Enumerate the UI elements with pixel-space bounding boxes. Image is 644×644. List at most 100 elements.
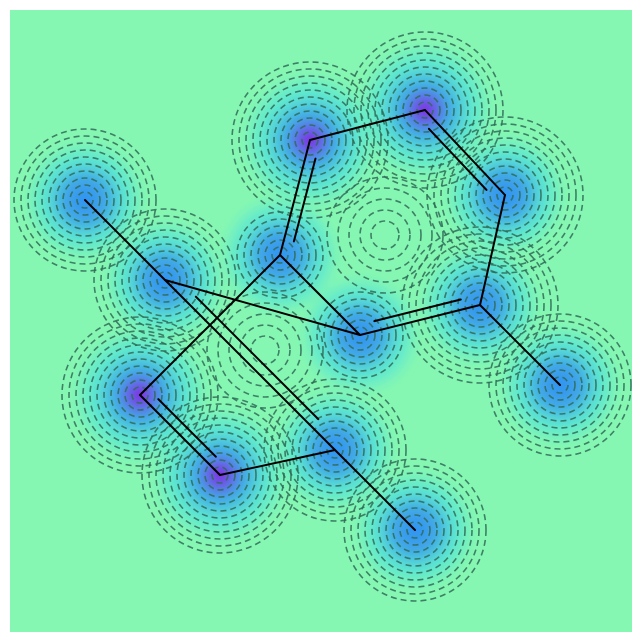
contour-c4-2 (142, 257, 188, 303)
contour-n2-2 (402, 87, 448, 133)
contour-n4-1 (124, 379, 156, 411)
bond-n1-n2 (309, 109, 426, 141)
double-bond-c4-c3 (194, 295, 320, 421)
double-bond-c1-n1 (292, 157, 317, 243)
contour-n4-4 (103, 358, 177, 432)
contour-c6-1 (464, 289, 496, 321)
contour-n2-3 (395, 80, 455, 140)
ring-contour-1-0 (250, 335, 280, 365)
contour-n1-0 (301, 131, 319, 149)
contour-n1-1 (294, 124, 326, 156)
contour-c5-1 (489, 179, 521, 211)
contour-n2-1 (409, 94, 441, 126)
contour-s2-1 (544, 369, 576, 401)
contour-n4-0 (131, 386, 149, 404)
contour-n2-7 (367, 52, 483, 168)
contour-c4-6 (114, 229, 216, 331)
contour-s2-0 (551, 376, 569, 394)
bond-c2-c4 (164, 279, 361, 336)
contour-n1-2 (287, 117, 333, 163)
contour-s3-0 (76, 191, 94, 209)
contour-c6-2 (457, 282, 503, 328)
contour-c6-10 (401, 226, 559, 384)
contour-c5-6 (454, 144, 556, 246)
ring-contour-0-0 (370, 220, 400, 250)
contour-c5-10 (426, 116, 584, 274)
contour-s3-2 (62, 177, 108, 223)
contour-s3-6 (34, 149, 136, 251)
contour-s3-5 (41, 156, 129, 244)
double-bond-n2-c5 (427, 127, 488, 191)
contour-n4-6 (89, 344, 191, 446)
contour-c4-0 (156, 271, 174, 289)
contour-n3-9 (148, 403, 292, 547)
contour-n4-5 (96, 351, 184, 439)
contour-n3-5 (176, 431, 264, 519)
contour-c5-0 (496, 186, 514, 204)
bond-n3-n4 (139, 394, 221, 476)
contour-c2-4 (323, 298, 397, 372)
contour-c1-3 (250, 225, 310, 285)
contour-n4-8 (75, 330, 205, 460)
contour-s1-3 (385, 500, 445, 560)
contour-n3-4 (183, 438, 257, 512)
ring-contour-1-1 (239, 324, 291, 376)
contour-c5-8 (440, 130, 570, 260)
contour-c5-5 (461, 151, 549, 239)
contour-c6-3 (450, 275, 510, 335)
contour-n1-10 (231, 61, 389, 219)
ring-contour-1-2 (228, 313, 302, 387)
contour-n4-2 (117, 372, 163, 418)
contour-s2-8 (495, 320, 625, 450)
contour-c3-6 (284, 399, 386, 501)
contour-c1-4 (243, 218, 317, 292)
contour-s1-5 (371, 486, 459, 574)
contour-c6-7 (422, 247, 538, 363)
contour-c3-4 (298, 413, 372, 487)
contour-s1-7 (357, 472, 473, 588)
contour-c1-2 (257, 232, 303, 278)
bond-c4-s3 (84, 199, 166, 281)
bond-layer (84, 109, 561, 531)
contour-c3-1 (319, 434, 351, 466)
contour-c5-9 (433, 123, 577, 267)
bond-c3-n3 (219, 449, 336, 476)
contour-s3-4 (48, 163, 122, 237)
contour-c5-4 (468, 158, 542, 232)
contour-n3-6 (169, 424, 271, 526)
contour-s1-4 (378, 493, 452, 567)
contour-c1-1 (264, 239, 296, 271)
contour-n1-4 (273, 103, 347, 177)
contour-c2-1 (344, 319, 376, 351)
contour-s1-6 (364, 479, 466, 581)
ring-contour-1-4 (206, 291, 324, 409)
contour-s2-3 (530, 355, 590, 415)
contour-s2-2 (537, 362, 583, 408)
contour-layer (13, 31, 632, 602)
contour-c4-3 (135, 250, 195, 310)
contour-c6-6 (429, 254, 531, 356)
contour-s2-4 (523, 348, 597, 422)
double-bond-n3-n4 (157, 398, 217, 458)
contour-n1-3 (280, 110, 340, 170)
contour-s3-1 (69, 184, 101, 216)
contour-c4-5 (121, 236, 209, 324)
contour-s2-9 (488, 313, 632, 457)
contour-c3-9 (263, 378, 407, 522)
contour-n1-9 (238, 68, 382, 212)
bond-c6-s2 (479, 304, 561, 386)
contour-n3-2 (197, 452, 243, 498)
ring-contour-0-2 (348, 198, 422, 272)
contour-s1-1 (399, 514, 431, 546)
contour-n2-10 (346, 31, 504, 189)
contour-n1-8 (245, 75, 375, 205)
contour-c5-3 (475, 165, 535, 225)
contour-s2-7 (502, 327, 618, 443)
contour-c4-1 (149, 264, 181, 296)
contour-c3-3 (305, 420, 365, 480)
ring-contour-1-3 (217, 302, 313, 398)
contour-c1-0 (271, 246, 289, 264)
contour-c3-0 (326, 441, 344, 459)
contour-n3-7 (162, 417, 278, 533)
